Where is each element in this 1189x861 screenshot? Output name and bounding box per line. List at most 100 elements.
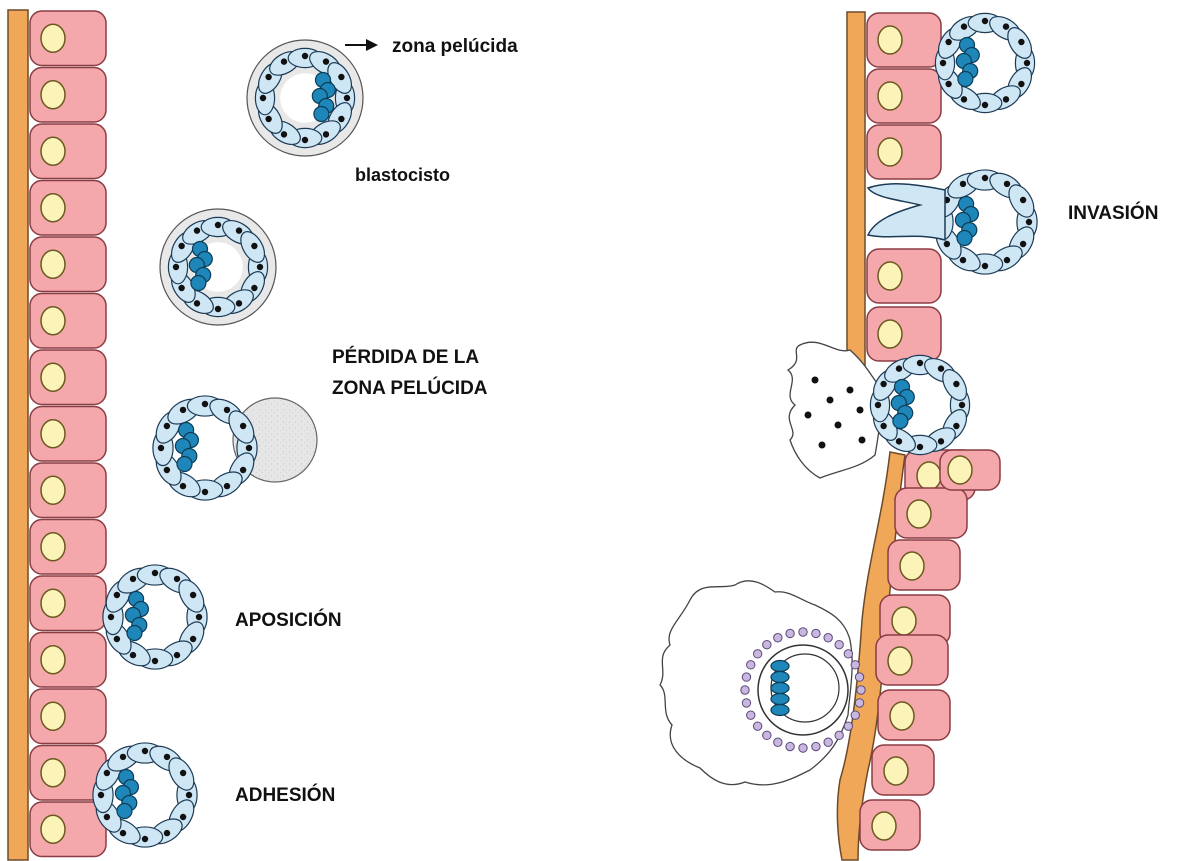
trophoblast-nucleus [982,263,988,269]
epithelial-cell [30,350,106,405]
inner-cell-mass-cell [191,276,206,291]
epithelial-cell [30,520,106,575]
nucleus [41,137,65,165]
nucleus [41,815,65,843]
trophoblast-nucleus [960,181,966,187]
trophoblast-nucleus [880,381,886,387]
epithelial-cell [867,249,941,303]
nucleus [41,533,65,561]
syncytial-nucleus [835,422,842,429]
trophoblast-nucleus [960,257,966,263]
trophoblast-nucleus [202,401,208,407]
syncytium-cell [855,673,863,681]
syncytium-cell [774,634,782,642]
epithelial-cell [860,800,920,850]
trophoblast-nucleus [164,754,170,760]
inner-cell-mass-cell [771,705,789,716]
nucleus [878,82,902,110]
epithelial-cell [30,463,106,518]
epithelial-cell [30,237,106,292]
perdida-label-line1: PÉRDIDA DE LA [332,346,479,368]
zona-pointer-arrow [345,39,378,51]
inner-cell-mass-cell [127,626,142,641]
trophoblast-nucleus [1018,81,1024,87]
trophoblast-nucleus [944,241,950,247]
trophoblast-nucleus [917,360,923,366]
trophoblast-nucleus [265,116,271,122]
nucleus [878,320,902,348]
trophoblast-nucleus [98,792,104,798]
syncytial-nucleus [805,412,812,419]
trophoblast-nucleus [246,445,252,451]
syncytium-cell [753,722,761,730]
trophoblast-nucleus [114,636,120,642]
trophoblast-nucleus [896,365,902,371]
trophoblast-nucleus [180,407,186,413]
nucleus [888,647,912,675]
trophoblast-nucleus [344,95,350,101]
syncytium-cell [844,650,852,658]
trophoblast-nucleus [104,814,110,820]
nucleus [890,702,914,730]
trophoblast-nucleus [260,95,266,101]
trophoblast-nucleus [180,483,186,489]
epithelial-cell [876,635,948,685]
trophoblast-nucleus [945,81,951,87]
trophoblast-nucleus [1003,96,1009,102]
epithelial-cell [940,450,1000,490]
trophoblast-nucleus [953,381,959,387]
syncytium-cell [786,742,794,750]
blastocisto-label: blastocisto [355,165,450,185]
trophoblast-nucleus [896,438,902,444]
inner-cell-mass-cell [893,414,908,429]
syncytium-cell [763,731,771,739]
syncytium-cell [824,738,832,746]
syncytial-nucleus [847,387,854,394]
perdida-label-line2: ZONA PELÚCIDA [332,377,488,399]
epithelial-cell [30,68,106,123]
syncytium-cell [786,629,794,637]
inner-cell-mass-cell [771,672,789,683]
nucleus [41,250,65,278]
trophoblast-nucleus [1004,181,1010,187]
syncytium-cell [835,731,843,739]
trophoblast-nucleus [180,814,186,820]
inner-cell-mass-cell [314,107,329,122]
syncytium-cell [741,686,749,694]
inner-cell-mass-cell [771,694,789,705]
trophoblast-nucleus [940,60,946,66]
trophoblast-nucleus [236,300,242,306]
trophoblast-nucleus [224,483,230,489]
invading-trophoblast-projections [868,184,945,240]
trophoblast-nucleus [281,131,287,137]
trophoblast-nucleus [178,243,184,249]
syncytium-cell [753,650,761,658]
trophoblast-nucleus [236,227,242,233]
syncytium-cell [812,629,820,637]
nucleus [41,759,65,787]
trophoblast-nucleus [173,264,179,270]
blastocyst [934,12,1037,115]
trophoblast-nucleus [917,444,923,450]
trophoblast-nucleus [257,264,263,270]
nucleus [41,363,65,391]
blastocyst [160,209,276,325]
trophoblast-nucleus [338,74,344,80]
left-basement-membrane [8,10,28,860]
trophoblast-nucleus [194,300,200,306]
inner-cell-mass-cell [117,804,132,819]
epithelial-cell [30,294,106,349]
trophoblast-nucleus [961,96,967,102]
trophoblast-nucleus [1018,39,1024,45]
epithelial-cell [872,745,934,795]
syncytium-cell [799,744,807,752]
epithelial-cell [867,13,941,67]
nucleus [41,194,65,222]
trophoblast-nucleus [982,175,988,181]
trophoblast-nucleus [186,792,192,798]
syncytium-cell [747,711,755,719]
blastocyst [91,741,199,849]
nucleus [41,24,65,52]
syncytium-cell [844,722,852,730]
trophoblast-nucleus [194,227,200,233]
